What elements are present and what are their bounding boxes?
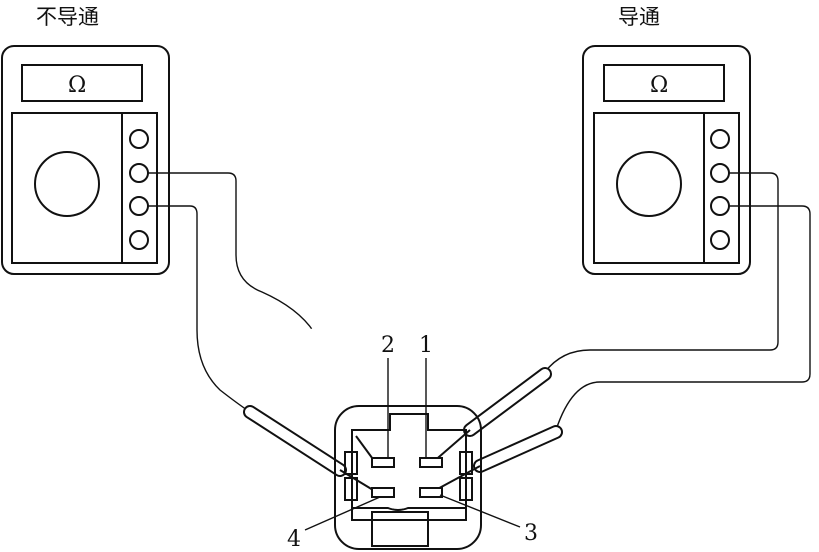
right-probe-b (431, 425, 563, 493)
connector-housing (334, 405, 482, 550)
right-jack-1 (710, 129, 730, 149)
terminal-2-label: 2 (381, 333, 395, 358)
left-jack-4 (129, 230, 149, 250)
left-meter-panel (11, 112, 158, 264)
left-wire-b (148, 205, 251, 413)
terminal-3-label: 3 (524, 521, 538, 546)
left-probe-a (309, 328, 379, 467)
terminal-2-pin (371, 457, 395, 468)
right-meter-body (582, 45, 751, 275)
terminal-4-label: 4 (287, 527, 301, 552)
left-selector-dial (34, 151, 100, 217)
terminal-4-pin (371, 487, 395, 498)
connector-latch-base (371, 511, 429, 547)
left-jack-2 (129, 163, 149, 183)
connector-body (334, 405, 482, 550)
right-jack-3 (710, 196, 730, 216)
connector-latch (352, 507, 466, 511)
left-ohm-symbol: Ω (68, 73, 86, 98)
right-jack-4 (710, 230, 730, 250)
left-jack-1 (129, 129, 149, 149)
left-meter-display (21, 64, 143, 102)
right-tab-lower (459, 477, 473, 501)
right-meter-panel (593, 112, 740, 264)
left-multimeter: Ω (1, 45, 170, 275)
left-jack-3 (129, 196, 149, 216)
terminal-3-pin (419, 487, 443, 498)
right-jack-2 (710, 163, 730, 183)
right-tab-upper (459, 451, 473, 475)
left-tab-lower (344, 477, 358, 501)
right-selector-dial (616, 151, 682, 217)
left-probe-b (243, 405, 379, 494)
connector-inner-outline (351, 413, 467, 521)
right-wire-b (555, 205, 811, 431)
right-title: 导通 (618, 5, 660, 29)
left-meter-body (1, 45, 170, 275)
terminal-1-label: 1 (419, 333, 433, 358)
terminal-1-pin (419, 457, 443, 468)
left-wire-a (148, 172, 315, 333)
right-ohm-symbol: Ω (650, 73, 668, 98)
left-tab-upper (344, 451, 358, 475)
right-wire-a (544, 172, 779, 373)
left-title: 不导通 (36, 5, 99, 29)
right-multimeter: Ω (582, 45, 751, 275)
right-meter-display (603, 64, 725, 102)
